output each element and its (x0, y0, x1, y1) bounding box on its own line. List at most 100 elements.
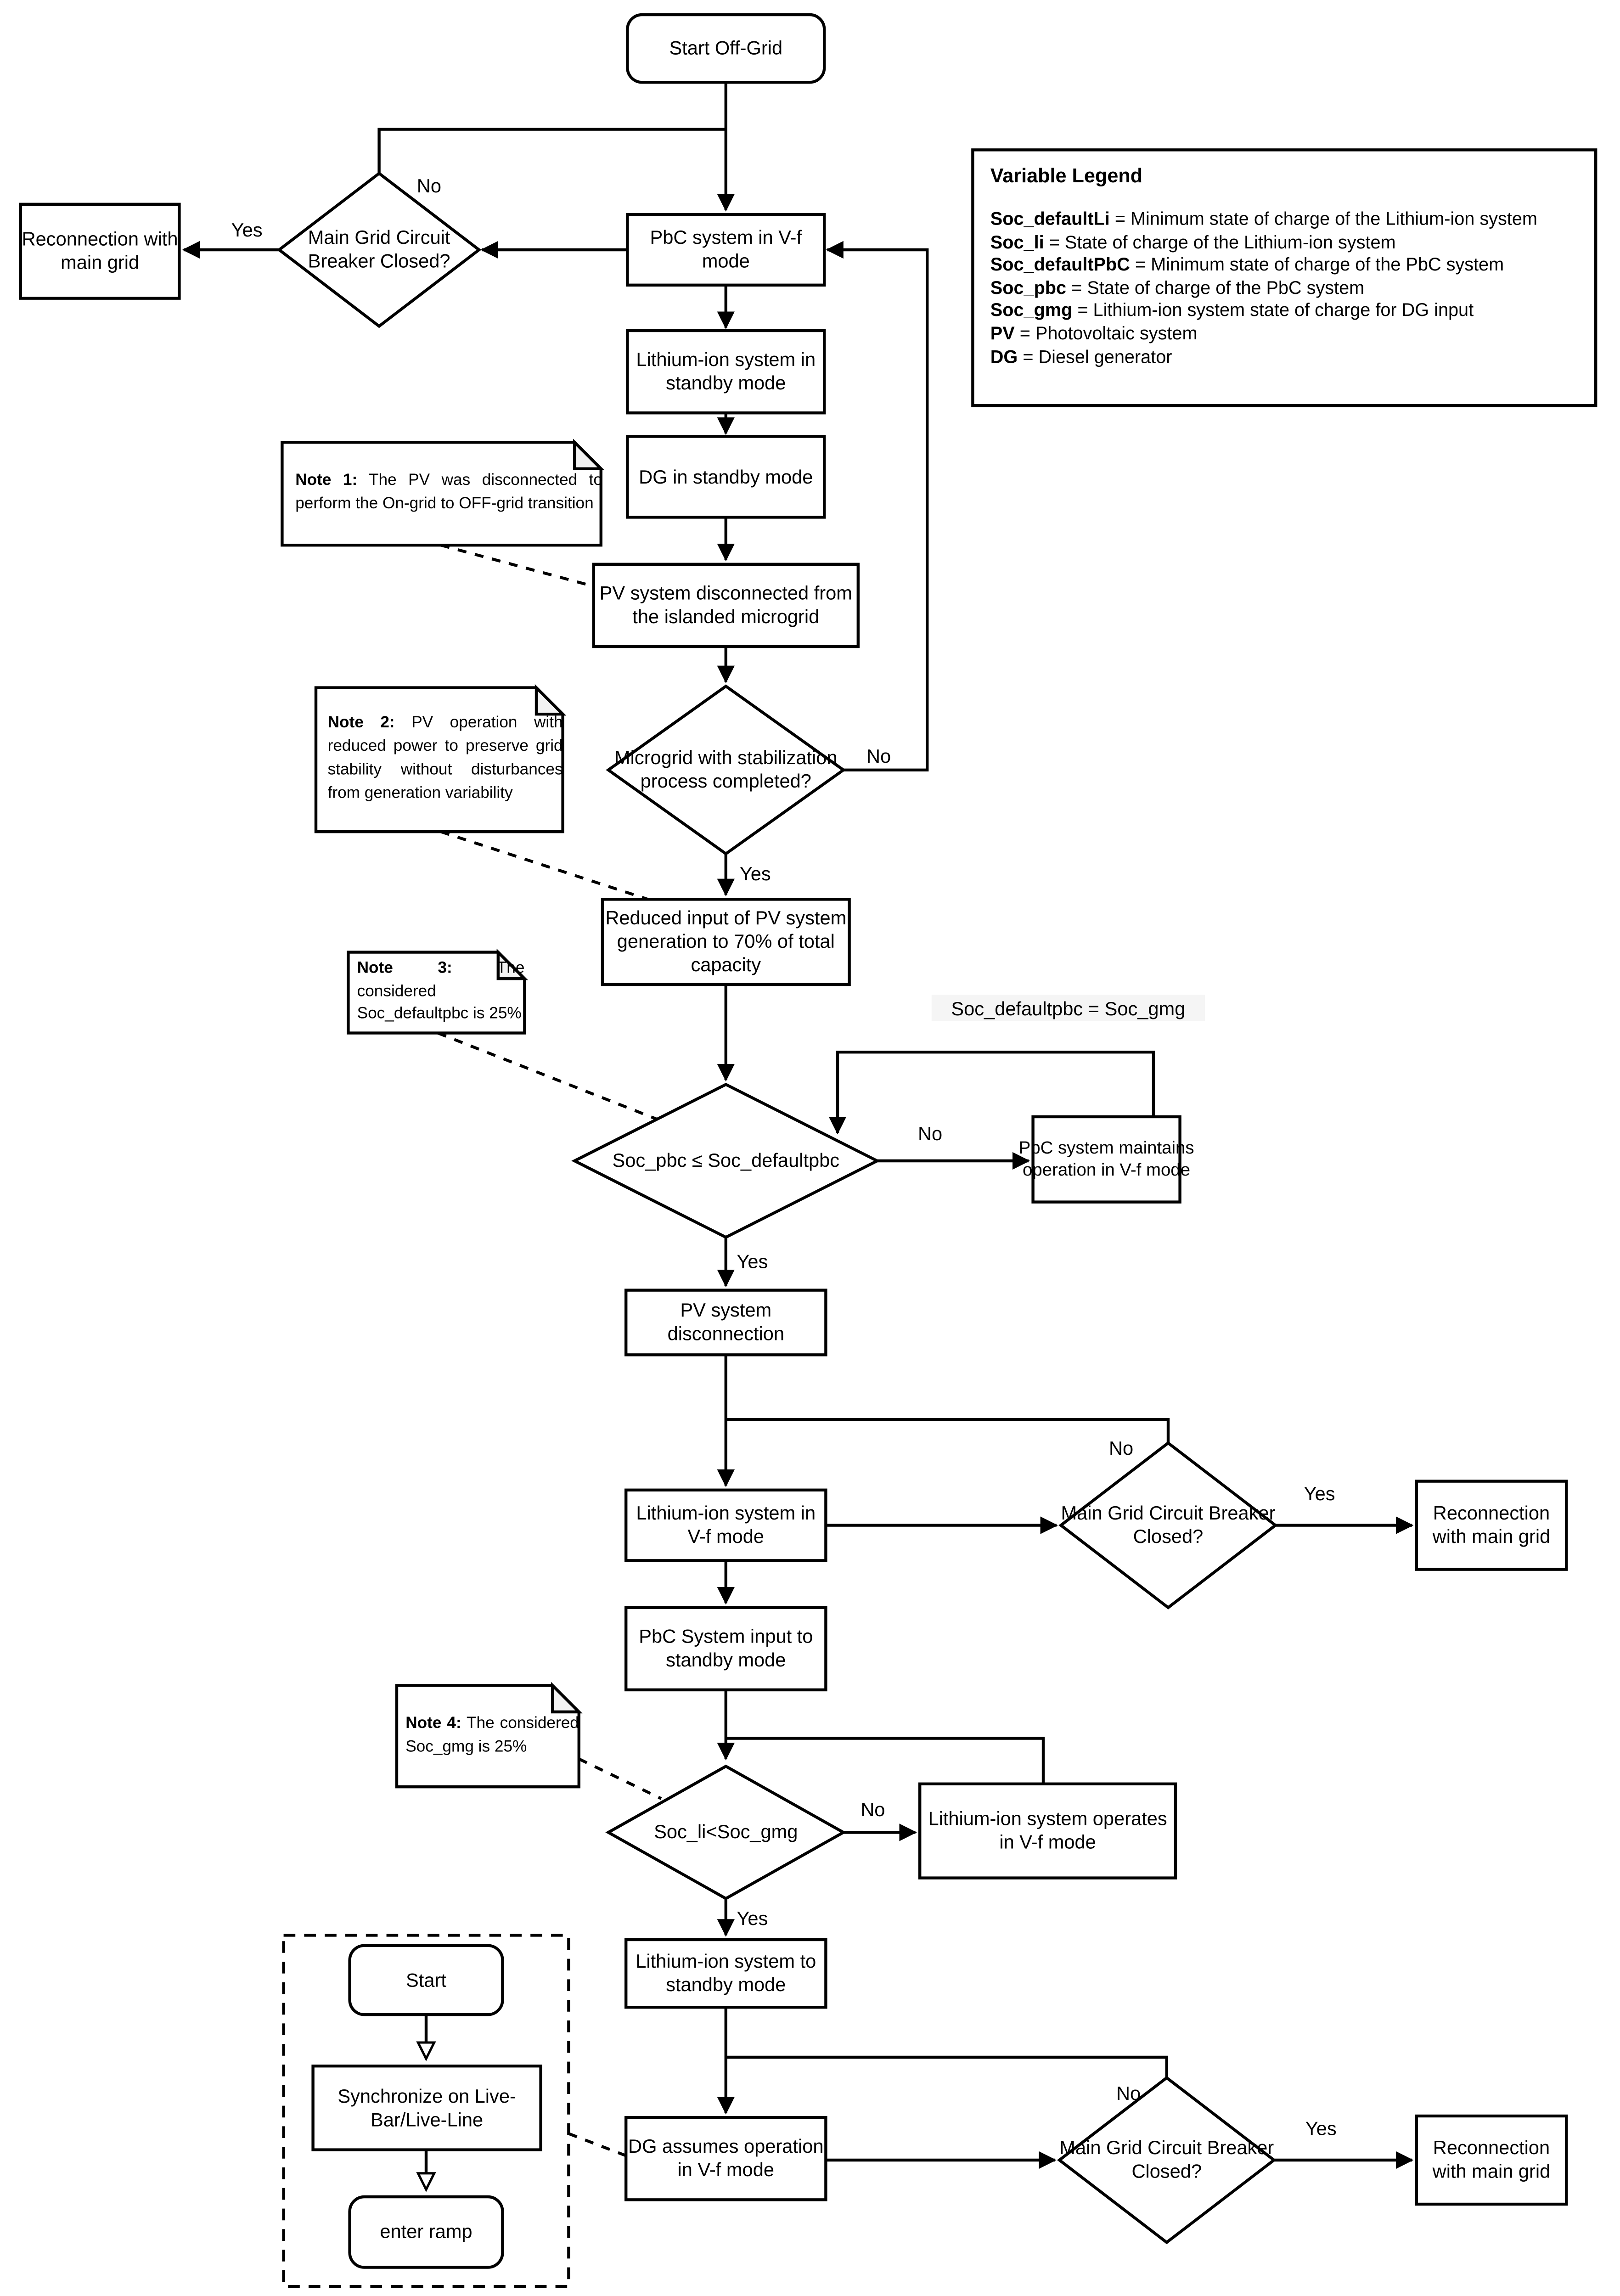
legend-term: Soc_gmg (990, 300, 1073, 321)
edge-label-yes-5: Yes (737, 1907, 768, 1929)
edge-label-no-6: No (1116, 2081, 1141, 2104)
shape-reconnect3 (1415, 2114, 1568, 2206)
node-d4-breaker: Main Grid Circuit Breaker Closed? (1061, 1502, 1276, 1548)
shape-reconnect1 (19, 203, 181, 300)
edge-label-yes-1: Yes (231, 218, 263, 241)
shape-dg-vf (624, 2116, 827, 2201)
dashed-note1-link (440, 544, 594, 588)
edge-lioperates-loop (726, 1737, 1045, 1784)
legend-term: Soc_pbc (990, 277, 1067, 298)
edge-label-no-4: No (1109, 1436, 1134, 1458)
note2-fold-icon (534, 684, 567, 716)
node-dg-vf: DG assumes operation in V-f mode (628, 2135, 824, 2181)
node-dg-standby: DG in standby mode (639, 465, 813, 487)
shape-d5-socli (605, 1764, 847, 1901)
edge-label-no-5: No (861, 1798, 885, 1820)
dashed-note2-link (440, 830, 653, 902)
shape-d6-breaker (1057, 2076, 1277, 2245)
edge-label-yes-6: Yes (1305, 2116, 1337, 2139)
node-li-vf: Lithium-ion system in V-f mode (636, 1502, 816, 1548)
shape-d4-breaker (1058, 1441, 1278, 1609)
legend-desc: = Diesel generator (1023, 346, 1172, 367)
node-li-operates: Lithium-ion system operates in V-f mode (928, 1807, 1167, 1853)
shape-li-operates (918, 1782, 1177, 1880)
node-pbc-maintains: PbC system maintains operation in V-f mo… (1018, 1138, 1194, 1180)
shape-pbc-maintains (1031, 1115, 1181, 1204)
legend-entry-soc-pbc: Soc_pbc = State of charge of the PbC sys… (990, 277, 1578, 300)
legend-desc: = Photovoltaic system (1019, 323, 1198, 344)
note-1-text: The PV was disconnected to perform the O… (295, 472, 602, 513)
legend-entry-soc-defaultpbc: Soc_defaultPbC = Minimum state of charge… (990, 254, 1578, 277)
dashed-note4-link (578, 1757, 662, 1800)
shape-pv-disconnection (624, 1289, 827, 1356)
edge-d6-no-loop (726, 2055, 1169, 2078)
legend-desc: = Minimum state of charge of the Lithium… (1114, 208, 1537, 230)
edge-label-yes-2: Yes (739, 861, 771, 884)
node-d1-breaker: Main Grid Circuit Breaker Closed? (308, 226, 450, 272)
legend-desc: = State of charge of the PbC system (1071, 277, 1365, 298)
shape-note3 (347, 951, 526, 1035)
node-pbc-vf: PbC system in V-f mode (650, 226, 802, 272)
legend-desc: = Lithium-ion system state of charge for… (1077, 300, 1474, 321)
node-reconnect-2: Reconnection with main grid (1432, 1502, 1551, 1548)
shape-pv-disconnected (592, 563, 860, 648)
node-li-standby: Lithium-ion system in standby mode (636, 348, 816, 394)
note-2: Note 2: PV operation with reduced power … (322, 691, 569, 829)
shape-li-standby (626, 329, 826, 415)
legend-entry-dg: DG = Diesel generator (990, 346, 1578, 369)
shape-note4 (395, 1684, 581, 1789)
node-pv-disconnected: PV system disconnected from the islanded… (599, 582, 852, 628)
legend-term: Soc_defaultPbC (990, 254, 1130, 275)
node-d2-stabilization: Microgrid with stabilization process com… (614, 747, 838, 792)
note-1: Note 1: The PV was disconnected to perfo… (288, 445, 610, 542)
note-3-title: Note 3: (357, 959, 452, 977)
shape-ramp (348, 2195, 504, 2269)
legend-desc: = State of charge of the Lithium-ion sys… (1049, 231, 1396, 253)
shape-sub-start (348, 1944, 504, 2016)
node-d3-socpbc: Soc_pbc ≤ Soc_defaultpbc (612, 1149, 840, 1171)
shape-li-to-standby (624, 1938, 827, 2009)
node-reconnect-3: Reconnection with main grid (1432, 2137, 1551, 2182)
edge-d4-no-loop (726, 1418, 1170, 1443)
node-sub-start: Start (406, 1968, 446, 1991)
node-reconnect-1: Reconnection with main grid (22, 228, 178, 274)
note-2-title: Note 2: (327, 714, 395, 732)
dashed-note3-link (437, 1031, 659, 1121)
edge-label-yes-4: Yes (1304, 1482, 1335, 1504)
edge-d1-no-loop (377, 128, 726, 174)
note-1-title: Note 1: (295, 472, 358, 490)
shape-reconnect2 (1415, 1480, 1568, 1571)
legend-term: Soc_li (990, 231, 1044, 253)
legend-entry-soc-li: Soc_li = State of charge of the Lithium-… (990, 231, 1578, 254)
shape-d3-socpbc (571, 1083, 881, 1239)
shape-note1 (281, 441, 603, 547)
legend-desc: = Minimum state of charge of the PbC sys… (1135, 254, 1504, 275)
note-2-text: PV operation with reduced power to prese… (327, 714, 563, 802)
node-li-to-standby: Lithium-ion system to standby mode (636, 1950, 816, 1996)
legend-entry-pv: PV = Photovoltaic system (990, 323, 1578, 346)
legend-term: PV (990, 323, 1015, 344)
shape-note2 (314, 686, 564, 833)
shape-d2-stabilization (606, 684, 846, 856)
edge-label-no-3: No (918, 1122, 943, 1144)
note3-fold-icon (496, 948, 529, 980)
dashed-group-link (568, 2132, 627, 2157)
edge-label-yes-3: Yes (737, 1249, 768, 1272)
legend-term: DG (990, 346, 1018, 367)
shape-dashed-group (282, 1934, 570, 2288)
node-pv-disconnection: PV system disconnection (667, 1299, 784, 1345)
node-pbc-standby: PbC System input to standby mode (639, 1625, 813, 1671)
shape-li-vf (624, 1488, 827, 1562)
shape-d1-breaker (276, 171, 482, 328)
shape-start (626, 13, 826, 84)
note-4-title: Note 4: (405, 1714, 461, 1732)
note-4-text: The considered Soc_gmg is 25% (405, 1714, 579, 1756)
note4-fold-icon (551, 1682, 583, 1714)
shape-reduced-input (601, 898, 851, 986)
legend-term: Soc_defaultLi (990, 208, 1110, 230)
node-d5-socli: Soc_li<Soc_gmg (654, 1821, 798, 1843)
shape-pbc-standby (624, 1606, 827, 1692)
